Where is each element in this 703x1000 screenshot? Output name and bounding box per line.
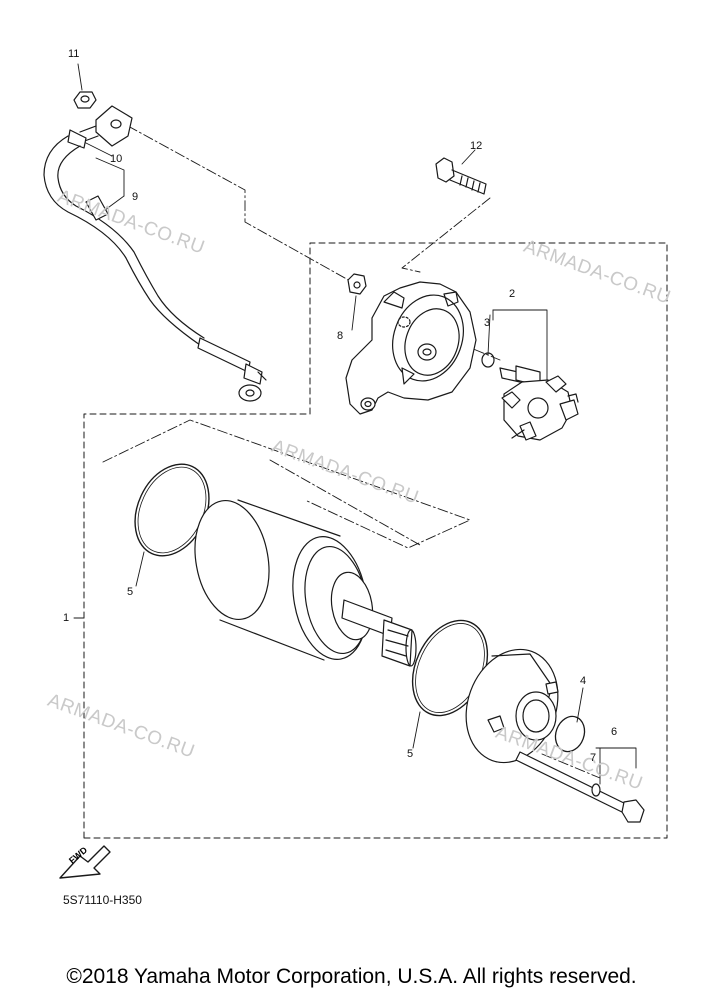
part-number-label: 8 <box>337 330 344 342</box>
assembly-outline <box>83 242 668 839</box>
part-number-label: 3 <box>484 317 491 329</box>
o-ring-3 <box>481 352 495 368</box>
o-ring-4 <box>554 715 586 753</box>
motor-yoke <box>194 499 417 667</box>
part-number-label: 6 <box>611 726 618 738</box>
part-number-label: 7 <box>590 752 597 764</box>
part-number-label: 1 <box>63 612 70 624</box>
part-number-label: 9 <box>132 191 139 203</box>
diagram-code: 5S71110-H350 <box>63 893 142 907</box>
part-number-label: 5 <box>127 586 134 598</box>
part-number-label: 10 <box>110 153 123 165</box>
bolt-12 <box>435 157 487 195</box>
part-number-label: 4 <box>580 675 587 687</box>
part-number-label: 11 <box>68 48 80 60</box>
nut-8 <box>347 273 367 295</box>
rear-cover <box>345 281 477 415</box>
copyright-notice: ©2018 Yamaha Motor Corporation, U.S.A. A… <box>66 965 637 988</box>
through-bolt-6 <box>515 751 645 823</box>
part-number-label: 5 <box>407 748 414 760</box>
lead-wire <box>43 105 267 402</box>
brush-holder-2 <box>499 365 579 441</box>
nut-11 <box>73 91 97 109</box>
part-number-label: 12 <box>470 140 483 152</box>
part-number-label: 2 <box>509 288 516 300</box>
front-cover <box>465 648 559 764</box>
fwd-arrow-icon <box>59 845 111 879</box>
callout-lines <box>73 63 637 785</box>
